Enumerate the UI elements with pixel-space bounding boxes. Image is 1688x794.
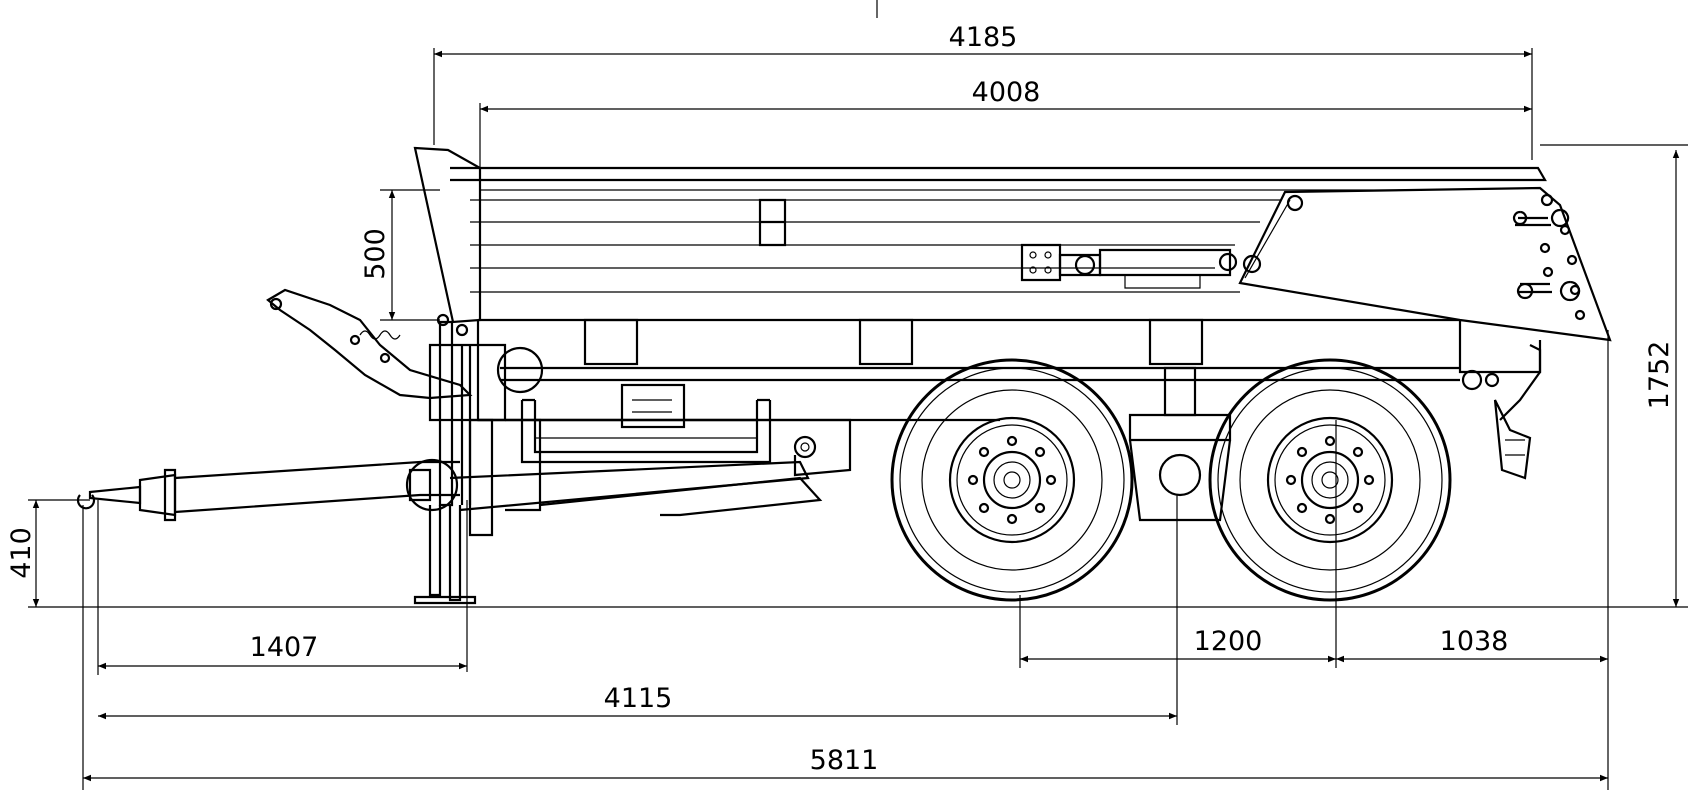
dimension-overall-length: 5811 <box>82 330 1609 790</box>
dimension-inner-body-length: 4008 <box>479 77 1532 168</box>
dim-label-1038: 1038 <box>1440 626 1509 657</box>
drawbar <box>76 458 823 605</box>
dimension-overall-body-length: 4185 <box>433 22 1533 160</box>
dim-label-5811: 5811 <box>810 745 879 776</box>
dim-label-1200: 1200 <box>1194 626 1263 657</box>
dim-label-1752: 1752 <box>1644 341 1675 410</box>
dimension-drawbar-height: 410 <box>6 499 90 607</box>
dim-label-4115: 4115 <box>604 683 673 714</box>
dimension-side-height: 500 <box>360 189 440 321</box>
dimension-rear-overhang: 1038 <box>1336 626 1608 663</box>
tipper-body <box>413 146 1612 480</box>
dim-label-4008: 4008 <box>972 77 1041 108</box>
dimension-overall-height: 1752 <box>1540 144 1688 607</box>
dimension-axle-spacing: 1200 <box>1019 420 1337 668</box>
dim-label-4185: 4185 <box>949 22 1018 53</box>
dim-label-500: 500 <box>360 228 391 280</box>
front-coupling-bracket <box>266 288 542 537</box>
dimension-drawbar-to-leg: 1407 <box>97 500 468 675</box>
dimension-drawbar-to-axle: 4115 <box>98 495 1178 725</box>
front-wheel <box>890 358 1134 602</box>
chassis-frame <box>476 320 1460 522</box>
rear-wheel <box>1208 358 1452 602</box>
dim-label-1407: 1407 <box>250 632 319 663</box>
dim-label-410: 410 <box>6 527 37 579</box>
